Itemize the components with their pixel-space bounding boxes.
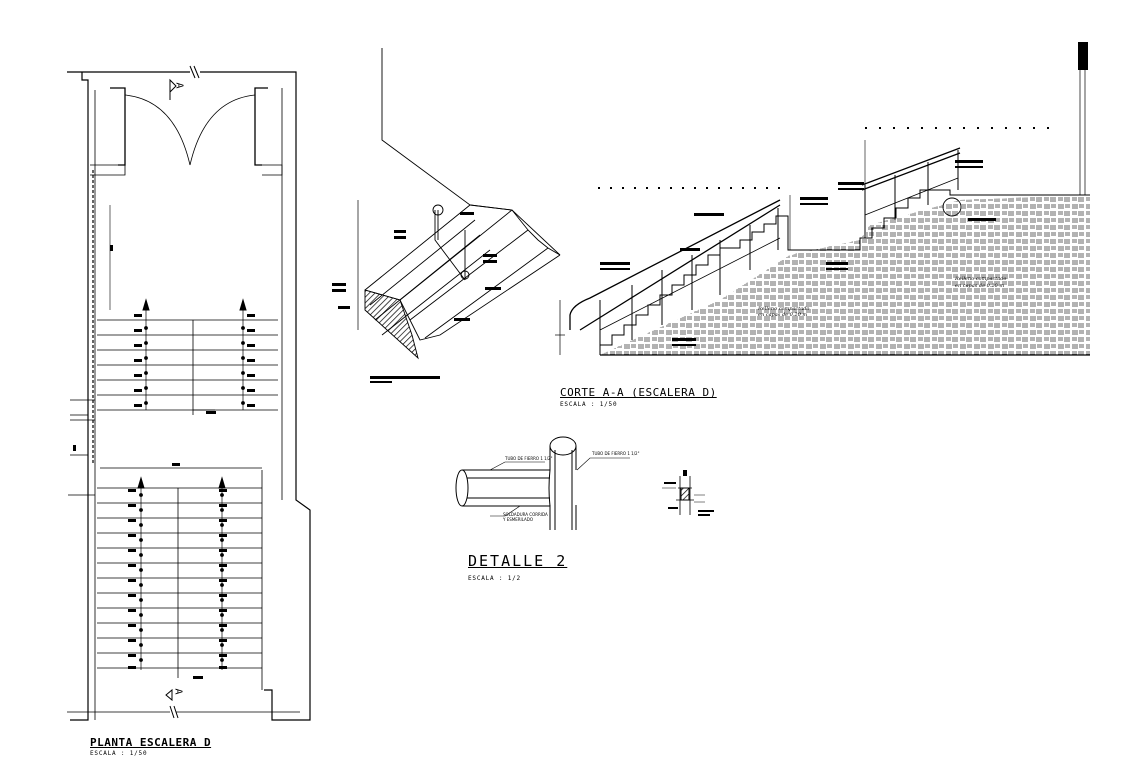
fill-note-right-1: Relleno compactado [955, 276, 1007, 282]
detail-scale: ESCALA : 1/2 [468, 575, 521, 582]
weld-label-2: Y ESMERILADO [503, 517, 534, 522]
isometric-stair-detail [332, 48, 561, 383]
detail-title: DETALLE 2 [468, 552, 568, 570]
fill-note-left-2: en capas de 0.20 m [758, 312, 808, 318]
tube-label-1: TUBO DE FIERRO 1 1/2" [505, 456, 553, 461]
section-scale: ESCALA : 1/50 [560, 401, 618, 408]
section-a-a [555, 42, 1090, 356]
weld-label-1: SOLDADURA CORRIDA [503, 512, 548, 517]
section-title: CORTE A-A (ESCALERA D) [560, 386, 717, 399]
plan-view [67, 65, 311, 721]
detail-2-tube-joint [455, 436, 714, 530]
tube-label-2: TUBO DE FIERRO 1 1/2" [592, 451, 640, 456]
section-mark-bottom: A [172, 688, 184, 695]
plan-scale: ESCALA : 1/50 [90, 750, 148, 757]
fill-note-right-2: en capas de 0.20 m [955, 283, 1005, 289]
fill-note-left-1: Relleno compactado [758, 306, 810, 312]
section-mark-top: A [173, 82, 185, 89]
plan-title: PLANTA ESCALERA D [90, 736, 212, 749]
